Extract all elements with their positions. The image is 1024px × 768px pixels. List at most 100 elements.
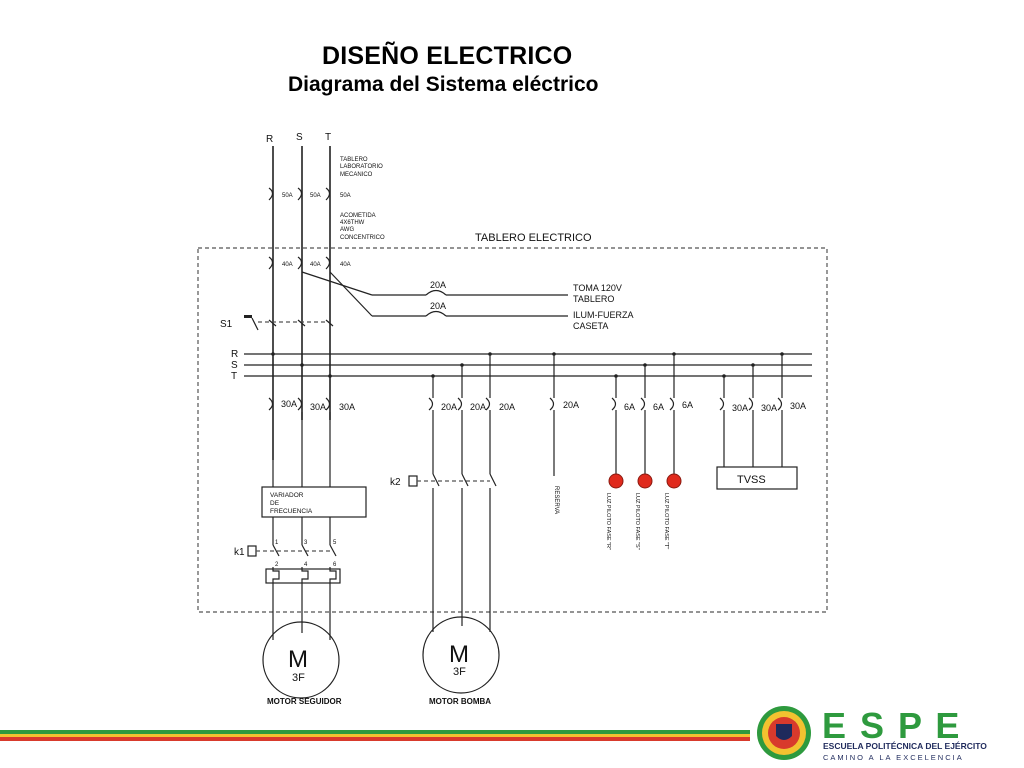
breaker-symbol: [268, 256, 274, 270]
breaker-label: 50A: [310, 193, 321, 199]
bus-junction: [328, 374, 332, 378]
pilot-light-icon: [666, 473, 682, 489]
bus-junction: [300, 363, 304, 367]
breaker-symbol: [640, 397, 646, 411]
motor-phase: 3F: [292, 672, 305, 684]
phase-label-t: T: [325, 132, 331, 143]
tablero-lab-label: MECANICO: [340, 172, 373, 178]
s1-contact: [297, 319, 306, 327]
bus-junction: [552, 352, 556, 356]
breaker-symbol: [669, 397, 675, 411]
k2-contact: [489, 473, 497, 487]
acometida-label: CONCENTRICO: [340, 235, 385, 241]
ilum-label: CASETA: [573, 321, 608, 331]
motor-letter: M: [288, 646, 308, 673]
breaker-label: 30A: [790, 401, 806, 411]
breaker-symbol: [297, 256, 303, 270]
panel-boundary: [197, 247, 828, 613]
breaker-symbol: [268, 397, 274, 411]
motor-seguidor-symbol: [262, 621, 340, 699]
breaker-label: 50A: [340, 193, 351, 199]
breaker-label: 40A: [310, 262, 321, 268]
k1-contact: [272, 544, 280, 557]
panel-title: TABLERO ELECTRICO: [475, 232, 592, 244]
motor-phase: 3F: [453, 666, 466, 678]
espe-crest-icon: [757, 706, 811, 760]
breaker-symbol: [457, 397, 463, 411]
breaker-symbol: [611, 397, 617, 411]
k1-label: k1: [234, 547, 245, 558]
pilot-label: LUZ PILOTO FASE "S": [634, 493, 640, 550]
contact-number: 5: [333, 540, 337, 546]
acometida-label: AWG: [340, 227, 354, 233]
breaker-label: 40A: [282, 262, 293, 268]
breaker-label: 30A: [281, 399, 297, 409]
s1-operator: [244, 315, 252, 318]
bus-junction: [614, 374, 618, 378]
breaker-symbol: [325, 397, 331, 411]
footer-line2: CAMINO A LA EXCELENCIA: [823, 753, 964, 762]
breaker-symbol: [268, 187, 274, 201]
overload-element: [329, 567, 337, 583]
reserva-breaker-label: 20A: [563, 400, 579, 410]
pilot-label: LUZ PILOTO FASE "R": [605, 493, 611, 550]
footer-stripe: [0, 734, 750, 737]
breaker-symbol: [297, 187, 303, 201]
motor-bomba-label: MOTOR BOMBA: [429, 697, 491, 706]
bus-label-t: T: [231, 371, 237, 382]
variador-label: FRECUENCIA: [270, 508, 313, 515]
s1-contact: [268, 319, 277, 327]
breaker-symbol: [297, 397, 303, 411]
breaker-symbol: [425, 289, 447, 296]
breaker-symbol: [777, 397, 783, 411]
overload-relay: [265, 568, 341, 584]
contact-number: 2: [275, 562, 279, 568]
contact-number: 4: [304, 562, 308, 568]
breaker-label: 20A: [441, 402, 457, 412]
variador-label: VARIADOR: [270, 492, 304, 499]
k2-coil: [408, 475, 418, 487]
breaker-symbol: [748, 397, 754, 411]
variador-label: DE: [270, 500, 280, 507]
breaker-symbol: [425, 310, 447, 317]
footer-stripe: [0, 730, 750, 734]
s1-contact: [325, 319, 334, 327]
toma-label: TOMA 120V: [573, 283, 622, 293]
branch-wire: [301, 271, 373, 296]
breaker-symbol: [549, 397, 555, 411]
overload-element: [301, 567, 309, 583]
page-title: DISEÑO ELECTRICO: [322, 42, 573, 70]
breaker-label: 30A: [339, 402, 355, 412]
overload-element: [272, 567, 280, 583]
breaker-label: 30A: [732, 403, 748, 413]
breaker-symbol: [325, 187, 331, 201]
k2-label: k2: [390, 477, 401, 488]
k2-contact: [461, 473, 469, 487]
k1-coil: [247, 545, 257, 557]
breaker-label: 40A: [340, 262, 351, 268]
tablero-lab-label: LABORATORIO: [340, 164, 383, 170]
variador-box: [261, 486, 367, 518]
breaker-symbol: [325, 256, 331, 270]
page-subtitle: Diagrama del Sistema eléctrico: [288, 73, 599, 96]
k2-contact: [432, 473, 440, 487]
motor-seguidor-label: MOTOR SEGUIDOR: [267, 697, 342, 706]
acometida-label: 4X6THW: [340, 220, 365, 226]
contact-number: 1: [275, 540, 279, 546]
breaker-symbol: [719, 397, 725, 411]
breaker-label: 20A: [499, 402, 515, 412]
motor-letter: M: [449, 641, 469, 668]
k1-contact: [301, 544, 309, 557]
breaker-symbol: [485, 397, 491, 411]
bus-junction: [722, 374, 726, 378]
footer-line1: ESCUELA POLITÉCNICA DEL EJÉRCITO: [823, 741, 987, 751]
breaker-label: 30A: [310, 402, 326, 412]
pilot-light-icon: [637, 473, 653, 489]
breaker-label: 6A: [682, 400, 693, 410]
ilum-breaker-label: 20A: [430, 301, 446, 311]
branch-wire: [329, 271, 373, 317]
breaker-label: 6A: [653, 402, 664, 412]
reserva-label: RESERVA: [553, 486, 559, 514]
bus-junction: [751, 363, 755, 367]
